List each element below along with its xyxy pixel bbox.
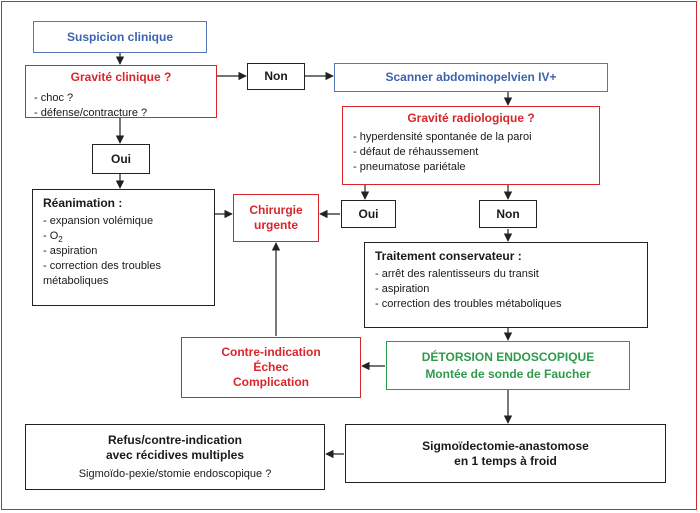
traitement-box: Traitement conservateur : - arrêt des ra…: [364, 242, 648, 328]
chirurgie-line: urgente: [253, 218, 298, 232]
non-label-2: Non: [496, 206, 520, 221]
detorsion-line: DÉTORSION ENDOSCOPIQUE: [421, 349, 595, 364]
traitement-title: Traitement conservateur :: [375, 249, 522, 263]
chirurgie-line: Chirurgie: [249, 203, 303, 217]
gravite-radiologique-title: Gravité radiologique ?: [407, 111, 535, 125]
scanner-box: Scanner abdominopelvien IV+: [334, 63, 608, 92]
reanimation-box: Réanimation : - expansion volémique - O2…: [32, 189, 215, 306]
oui-box-2: Oui: [341, 200, 396, 228]
reanimation-title: Réanimation :: [43, 196, 123, 210]
oui-label-1: Oui: [111, 151, 131, 166]
gravite-radiologique-item: - hyperdensité spontanée de la paroi: [353, 131, 532, 143]
oui-box-1: Oui: [92, 144, 150, 174]
contre-indication-box: Contre-indication Échec Complication: [181, 337, 361, 398]
traitement-item: - aspiration: [375, 283, 430, 295]
chirurgie-urgente-box: Chirurgie urgente: [233, 194, 319, 242]
sigmoidectomie-line: en 1 temps à froid: [454, 453, 557, 468]
reanimation-item: - expansion volémique: [43, 215, 154, 227]
gravite-radiologique-item: - défaut de réhaussement: [353, 146, 479, 158]
traitement-item: - correction des troubles métaboliques: [375, 298, 562, 310]
reanimation-item-o2: - O2: [43, 230, 63, 245]
detorsion-box: DÉTORSION ENDOSCOPIQUE Montée de sonde d…: [386, 341, 630, 390]
gravite-radiologique-box: Gravité radiologique ? - hyperdensité sp…: [342, 106, 600, 185]
gravite-radiologique-item: - pneumatose pariétale: [353, 161, 466, 173]
reanimation-item: - correction des troubles métaboliques: [43, 260, 161, 287]
gravite-clinique-title: Gravité clinique ?: [70, 70, 172, 84]
scanner-label: Scanner abdominopelvien IV+: [385, 70, 557, 84]
oui-label-2: Oui: [358, 206, 379, 221]
reanimation-item: - aspiration: [43, 245, 98, 257]
non-label-1: Non: [264, 69, 288, 83]
suspicion-clinique-label: Suspicion clinique: [66, 29, 173, 44]
sigmoidectomie-box: Sigmoïdectomie-anastomose en 1 temps à f…: [345, 424, 666, 483]
non-box-2: Non: [479, 200, 537, 228]
contre-line: Contre-indication: [221, 345, 321, 359]
refus-box: Refus/contre-indication avec récidives m…: [25, 424, 325, 490]
suspicion-clinique-box: Suspicion clinique: [33, 21, 207, 53]
traitement-item: - arrêt des ralentisseurs du transit: [375, 268, 539, 280]
detorsion-line: Montée de sonde de Faucher: [425, 366, 591, 381]
gravite-clinique-box: Gravité clinique ? - choc ? - défense/co…: [25, 65, 217, 119]
sigmoidectomie-line: Sigmoïdectomie-anastomose: [422, 438, 589, 453]
refus-line: avec récidives multiples: [105, 447, 245, 462]
gravite-clinique-item: - choc ?: [34, 92, 74, 104]
contre-line: Complication: [232, 375, 309, 389]
contre-line: Échec: [253, 360, 289, 374]
refus-sub: Sigmoïdo-pexie/stomie endoscopique ?: [78, 467, 272, 480]
non-box-1: Non: [247, 63, 305, 90]
gravite-clinique-item: - défense/contracture ?: [34, 107, 148, 119]
refus-line: Refus/contre-indication: [107, 432, 242, 447]
